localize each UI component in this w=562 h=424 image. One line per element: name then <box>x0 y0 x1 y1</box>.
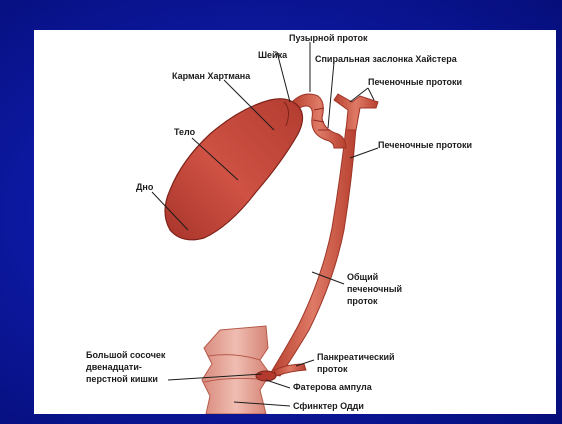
label-hepatic-ducts-top: Печеночные протоки <box>368 77 462 87</box>
ampulla-of-vater <box>256 371 276 381</box>
label-papilla-line3: перстной кишки <box>86 374 158 384</box>
anatomy-panel: Пузырной проток Шейка Карман Хартмана Сп… <box>34 30 556 414</box>
label-papilla-line1: Большой сосочек <box>86 350 166 360</box>
label-body: Тело <box>174 127 196 137</box>
label-fundus: Дно <box>136 182 154 192</box>
label-hartmann-pouch: Карман Хартмана <box>172 71 251 81</box>
label-hepatic-ducts-mid: Печеночные протоки <box>378 140 472 150</box>
biliary-anatomy-diagram: Пузырной проток Шейка Карман Хартмана Сп… <box>34 30 556 414</box>
label-papilla-line2: двенадцати- <box>86 362 142 372</box>
label-pancreatic-line2: проток <box>317 364 348 374</box>
leader-line <box>296 360 314 366</box>
label-common-duct-line2: печеночный <box>347 284 402 294</box>
label-neck: Шейка <box>258 50 288 60</box>
label-common-duct-line1: Общий <box>347 272 378 282</box>
leader-line <box>266 380 290 388</box>
label-cystic-duct: Пузырной проток <box>289 33 368 43</box>
gallbladder <box>165 99 303 240</box>
label-heister-valve: Спиральная заслонка Хайстера <box>315 54 458 64</box>
hepatic-ducts <box>334 94 378 130</box>
leader-line <box>328 62 334 128</box>
label-ampulla-of-vater: Фатерова ампула <box>293 382 373 392</box>
label-sphincter-of-oddi: Сфинктер Одди <box>293 401 364 411</box>
duodenum-wall <box>202 326 270 414</box>
label-pancreatic-line1: Панкреатический <box>317 352 395 362</box>
common-hepatic-duct <box>270 128 356 376</box>
leader-line <box>368 88 374 100</box>
label-common-duct-line3: проток <box>347 296 378 306</box>
